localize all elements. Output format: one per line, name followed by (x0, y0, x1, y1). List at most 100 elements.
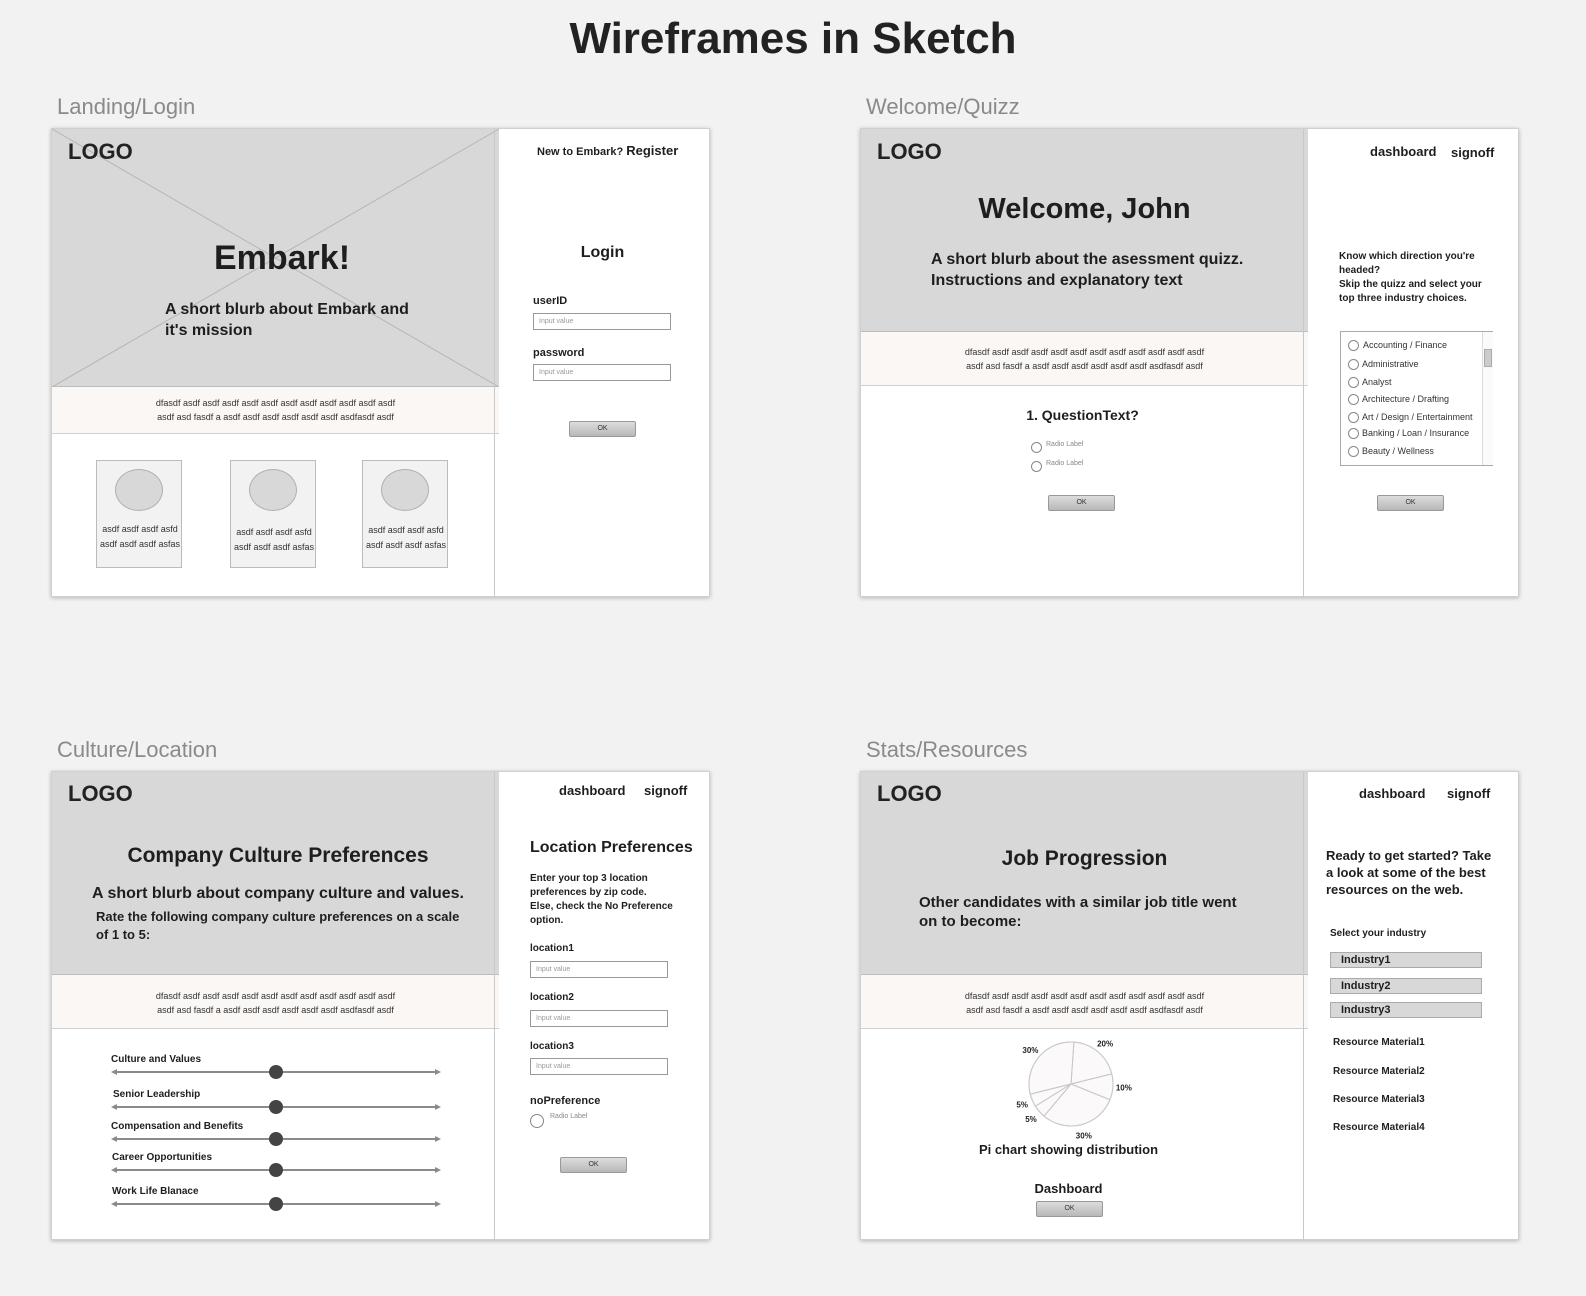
slider-career-opportunities[interactable]: Career Opportunities (111, 1152, 441, 1180)
column-divider (494, 129, 495, 598)
hero-title: Welcome, John (978, 193, 1191, 225)
hero-blurb: A short blurb about Embark and it's miss… (165, 299, 409, 341)
pie-slice (1028, 1041, 1075, 1095)
scrollbar-thumb[interactable] (1484, 349, 1492, 367)
hero-instructions: Rate the following company culture prefe… (96, 909, 460, 942)
slider-thumb[interactable] (269, 1163, 283, 1177)
arrow-right-icon (435, 1104, 441, 1110)
radio-label: Radio Label (1046, 460, 1084, 467)
logo[interactable]: LOGO (877, 781, 942, 806)
pie-slice-label: 5% (1025, 1115, 1037, 1124)
hero-panel: LOGO Job Progression Other candidates wi… (861, 772, 1308, 975)
slider-senior-leadership[interactable]: Senior Leadership (111, 1089, 441, 1117)
login-ok-button[interactable]: OK (569, 421, 636, 437)
hero-blurb-line-2: it's mission (165, 322, 253, 339)
slider-culture-values[interactable]: Culture and Values (111, 1054, 441, 1082)
arrow-left-icon (111, 1167, 117, 1173)
arrow-left-icon (111, 1136, 117, 1142)
logo[interactable]: LOGO (877, 139, 942, 164)
industry-ok-button[interactable]: OK (1377, 495, 1444, 511)
industry-option-1[interactable]: Industry1 (1330, 952, 1482, 968)
resource-link-4[interactable]: Resource Material4 (1333, 1122, 1425, 1133)
userid-label: userID (533, 295, 568, 307)
location3-label: location3 (530, 1041, 574, 1052)
nav-signoff[interactable]: signoff (1447, 786, 1491, 801)
nopreference-radio[interactable] (530, 1114, 544, 1128)
register-link[interactable]: Register (626, 143, 679, 158)
resource-link-2[interactable]: Resource Material2 (1333, 1066, 1425, 1077)
page-title: Wireframes in Sketch (569, 14, 1017, 63)
slider-work-life[interactable]: Work Life Blanace (111, 1186, 441, 1214)
radio-button[interactable] (1031, 461, 1042, 472)
slider-thumb[interactable] (269, 1065, 283, 1079)
feature-card-3[interactable]: asdf asdf asdf asfd asdf asdf asdf asfas (362, 460, 448, 568)
column-divider (1303, 129, 1304, 598)
radio-button[interactable] (1348, 394, 1359, 405)
arrow-left-icon (111, 1201, 117, 1207)
radio-button[interactable] (1348, 446, 1359, 457)
band-line-2: asdf asd fasdf a asdf asdf asdf asdf asd… (157, 412, 394, 422)
password-field[interactable]: Input value (533, 364, 671, 381)
card-text: asdf asdf asdf asfd asdf asdf asdf asfas (365, 525, 447, 550)
nav-signoff[interactable]: signoff (644, 783, 688, 798)
nav-dashboard[interactable]: dashboard (1370, 144, 1437, 159)
arrow-right-icon (435, 1167, 441, 1173)
resource-link-3[interactable]: Resource Material3 (1333, 1094, 1425, 1105)
nopreference-radio-label: Radio Label (550, 1113, 588, 1120)
location-instructions: Enter your top 3 location preferences by… (530, 873, 673, 926)
slider-compensation[interactable]: Compensation and Benefits (111, 1121, 441, 1149)
board-landing: LOGO Embark! A short blurb about Embark … (51, 128, 710, 598)
logo[interactable]: LOGO (68, 139, 133, 164)
board-label-welcome: Welcome/Quizz (866, 94, 1020, 119)
login-title: Login (580, 244, 625, 261)
pie-slice-label: 30% (1022, 1046, 1038, 1055)
location3-field[interactable]: Input value (530, 1058, 668, 1075)
location-ok-button[interactable]: OK (560, 1157, 627, 1173)
radio-button[interactable] (1031, 442, 1042, 453)
slider-label: Work Life Blanace (112, 1186, 199, 1197)
card-image-placeholder (381, 469, 429, 511)
dashboard-ok-button[interactable]: OK (1036, 1201, 1103, 1217)
card-image-placeholder (249, 469, 297, 511)
radio-button[interactable] (1348, 412, 1359, 423)
resource-link-1[interactable]: Resource Material1 (1333, 1037, 1425, 1048)
nav-dashboard[interactable]: dashboard (559, 783, 626, 798)
board-welcome: LOGO Welcome, John A short blurb about t… (860, 128, 1519, 598)
hero-title: Job Progression (1001, 847, 1168, 870)
pie-caption: Pi chart showing distribution (978, 1142, 1159, 1157)
radio-button[interactable] (1348, 428, 1359, 439)
location2-field[interactable]: Input value (530, 1010, 668, 1027)
slider-thumb[interactable] (269, 1197, 283, 1211)
band-line-1: dfasdf asdf asdf asdf asdf asdf asdf asd… (155, 398, 396, 408)
slider-thumb[interactable] (269, 1132, 283, 1146)
feature-card-1[interactable]: asdf asdf asdf asfd asdf asdf asdf asfas (96, 460, 182, 568)
logo[interactable]: LOGO (68, 781, 133, 806)
industry-option-3[interactable]: Industry3 (1330, 1002, 1482, 1018)
userid-field[interactable]: Input value (533, 313, 671, 330)
board-label-stats: Stats/Resources (866, 737, 1028, 762)
industry-listbox[interactable]: Accounting / Finance Administrative Anal… (1340, 331, 1493, 466)
hero-title: Company Culture Preferences (127, 844, 429, 867)
nav-signoff[interactable]: signoff (1451, 145, 1495, 160)
skip-quiz-text: Know which direction you're headed? Skip… (1339, 251, 1482, 304)
text-band: dfasdf asdf asdf asdf asdf asdf asdf asd… (52, 975, 499, 1029)
feature-card-2[interactable]: asdf asdf asdf asfd asdf asdf asdf asfas (230, 460, 316, 568)
nopreference-label: noPreference (530, 1095, 601, 1107)
text-band: dfasdf asdf asdf asdf asdf asdf asdf asd… (861, 332, 1308, 386)
radio-button[interactable] (1348, 377, 1359, 388)
listbox-scrollbar[interactable] (1482, 332, 1493, 465)
column-divider (494, 772, 495, 1241)
location1-field[interactable]: Input value (530, 961, 668, 978)
radio-button[interactable] (1348, 340, 1359, 351)
hero-panel: LOGO Welcome, John A short blurb about t… (861, 129, 1308, 332)
slider-thumb[interactable] (269, 1100, 283, 1114)
register-prompt: New to Embark? Register (537, 143, 678, 158)
resources-intro: Ready to get started? Take a look at som… (1326, 848, 1492, 897)
board-stats: LOGO Job Progression Other candidates wi… (860, 771, 1519, 1241)
quiz-ok-button[interactable]: OK (1048, 495, 1115, 511)
industry-option-2[interactable]: Industry2 (1330, 978, 1482, 994)
card-text: asdf asdf asdf asfd asdf asdf asdf asfas (233, 527, 315, 552)
radio-button[interactable] (1348, 359, 1359, 370)
arrow-left-icon (111, 1104, 117, 1110)
nav-dashboard[interactable]: dashboard (1359, 786, 1426, 801)
